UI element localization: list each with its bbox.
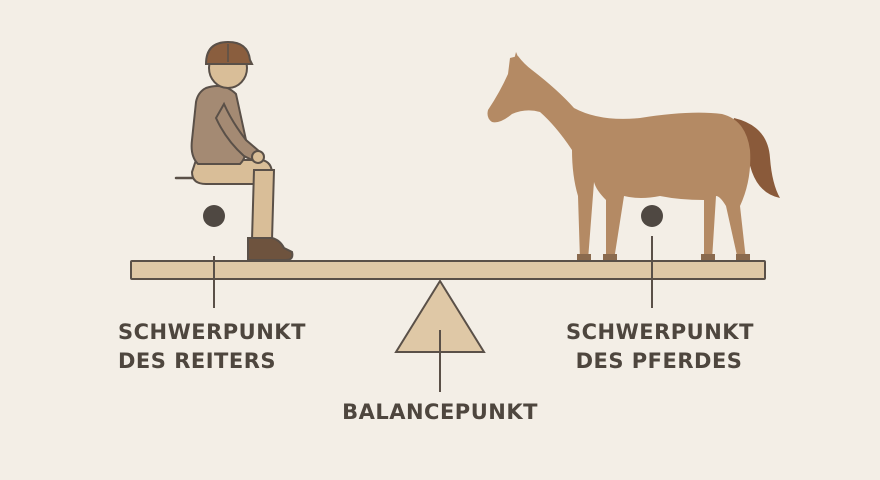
horse-center-of-gravity-dot — [641, 205, 663, 227]
balance-point-label: BALANCEPUNKT — [330, 398, 550, 427]
rider-label-line-2: DES REITERS — [118, 349, 277, 373]
horse-figure — [487, 52, 780, 261]
rider-label-line-1: SCHWERPUNKT — [118, 320, 306, 344]
horse-label-line-1: SCHWERPUNKT — [566, 320, 754, 344]
rider-figure — [174, 40, 294, 261]
seesaw-beam — [130, 260, 766, 280]
horse-center-of-gravity-label: SCHWERPUNKT DES PFERDES — [566, 318, 754, 376]
horse-label-line-2: DES PFERDES — [575, 349, 743, 373]
rider-center-of-gravity-label: SCHWERPUNKT DES REITERS — [118, 318, 306, 376]
balance-point-text: BALANCEPUNKT — [342, 400, 538, 424]
rider-center-of-gravity-dot — [203, 205, 225, 227]
